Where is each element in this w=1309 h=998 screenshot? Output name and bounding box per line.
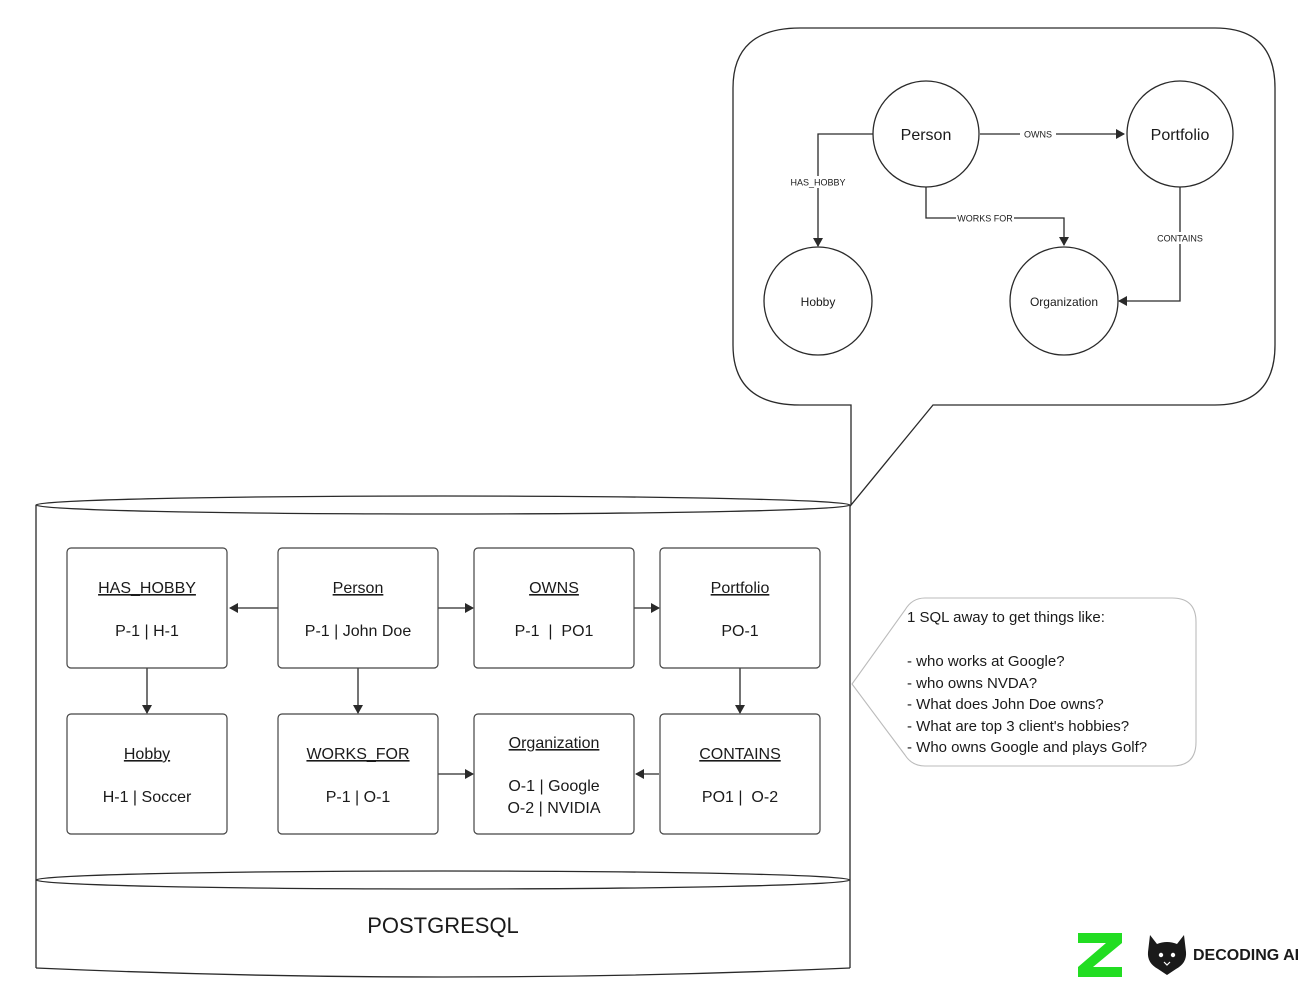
callout-item: - who works at Google? xyxy=(907,653,1065,670)
z-logo-icon xyxy=(1078,933,1122,977)
table-row: P-1 | John Doe xyxy=(305,623,412,640)
database-label: POSTGRESQL xyxy=(367,913,519,938)
node-portfolio: Portfolio xyxy=(1126,80,1234,188)
table-row: PO-1 xyxy=(721,623,758,640)
table-works-for: WORKS_FOR P-1 | O-1 xyxy=(277,713,439,835)
edge-owns-label: OWNS xyxy=(1024,130,1052,140)
cat-logo-icon xyxy=(1147,935,1187,975)
table-row: O-1 | Google xyxy=(508,778,599,795)
node-person: Person xyxy=(872,80,980,188)
table-row: P-1 | O-1 xyxy=(326,789,391,806)
table-has-hobby: HAS_HOBBY P-1 | H-1 xyxy=(66,547,228,669)
table-row: P-1 | H-1 xyxy=(115,623,179,640)
z-logo-shape xyxy=(1078,933,1122,977)
node-portfolio-label: Portfolio xyxy=(1151,127,1210,144)
edge-contains-label: CONTAINS xyxy=(1157,234,1203,244)
table-arrows xyxy=(142,603,745,779)
table-person: Person P-1 | John Doe xyxy=(277,547,439,669)
callout-item: - What does John Doe owns? xyxy=(907,696,1104,713)
table-row: H-1 | Soccer xyxy=(103,789,192,806)
callout-item: - What are top 3 client's hobbies? xyxy=(907,718,1129,735)
graph-speech-bubble xyxy=(732,27,1276,507)
table-row: O-2 | NVIDIA xyxy=(507,800,600,817)
table-title: Organization xyxy=(509,735,600,752)
graph-edges: OWNS HAS_HOBBY WORKS FOR CONTAINS xyxy=(786,128,1206,306)
node-organization: Organization xyxy=(1009,246,1119,356)
node-hobby-label: Hobby xyxy=(801,295,836,309)
callout-item: - who owns NVDA? xyxy=(907,675,1037,692)
table-title: HAS_HOBBY xyxy=(98,580,196,597)
table-title: Portfolio xyxy=(711,580,770,597)
table-row: P-1 | PO1 xyxy=(515,623,594,640)
edge-has-hobby-label: HAS_HOBBY xyxy=(790,178,845,188)
sql-callout: 1 SQL away to get things like: - who wor… xyxy=(851,597,1197,767)
edge-works-for-label: WORKS FOR xyxy=(957,214,1013,224)
table-title: Hobby xyxy=(124,746,170,763)
table-row: PO1 | O-2 xyxy=(702,789,778,806)
table-portfolio: Portfolio PO-1 xyxy=(659,547,821,669)
edge-has-hobby-line xyxy=(813,133,874,247)
table-title: Person xyxy=(333,580,384,597)
postgresql-cylinder: POSTGRESQL xyxy=(35,495,851,978)
callout-heading: 1 SQL away to get things like: xyxy=(907,609,1105,626)
table-owns: OWNS P-1 | PO1 xyxy=(473,547,635,669)
table-title: CONTAINS xyxy=(699,746,780,763)
node-hobby: Hobby xyxy=(763,246,873,356)
graph-nodes: Person Portfolio Hobby Organization xyxy=(763,80,1234,356)
node-person-label: Person xyxy=(901,127,952,144)
table-contains: CONTAINS PO1 | O-2 xyxy=(659,713,821,835)
table-hobby: Hobby H-1 | Soccer xyxy=(66,713,228,835)
callout-item: - Who owns Google and plays Golf? xyxy=(907,739,1147,756)
table-title: OWNS xyxy=(529,580,579,597)
edge-contains-line xyxy=(1118,187,1181,306)
node-organization-label: Organization xyxy=(1030,295,1098,309)
table-organization: Organization O-1 | Google O-2 | NVIDIA xyxy=(473,713,635,835)
table-title: WORKS_FOR xyxy=(306,746,409,763)
brand-wordmark: DECODING AI xyxy=(1193,947,1299,964)
